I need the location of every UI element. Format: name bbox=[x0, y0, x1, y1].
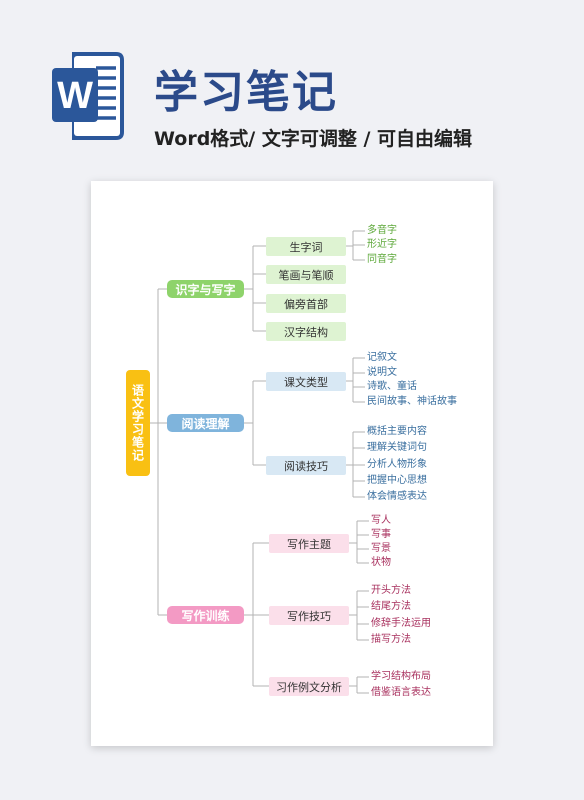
mindmap-connectors bbox=[150, 230, 369, 694]
leaf: 体会情感表达 bbox=[367, 491, 427, 502]
leaf: 把握中心思想 bbox=[367, 475, 427, 486]
branch-literacy: 识字与写字 bbox=[167, 280, 244, 298]
leaf: 说明文 bbox=[367, 367, 397, 378]
leaf: 记叙文 bbox=[367, 352, 397, 363]
leaf: 写事 bbox=[371, 529, 391, 540]
node-structure: 汉字结构 bbox=[266, 322, 346, 341]
node-example-analysis: 习作例文分析 bbox=[269, 677, 349, 696]
node-reading-skills: 阅读技巧 bbox=[266, 456, 346, 475]
leaf: 开头方法 bbox=[371, 585, 411, 596]
leaf: 概括主要内容 bbox=[367, 426, 427, 437]
leaf: 学习结构布局 bbox=[371, 671, 431, 682]
leaf: 描写方法 bbox=[371, 634, 411, 645]
leaf: 理解关键词句 bbox=[367, 442, 427, 453]
page-subtitle: Word格式/ 文字可调整 / 可自由编辑 bbox=[154, 128, 473, 150]
page-title: 学习笔记 bbox=[154, 67, 338, 118]
leaf: 分析人物形象 bbox=[367, 459, 427, 470]
word-document-icon: W bbox=[52, 52, 124, 140]
word-icon-letter: W bbox=[57, 75, 93, 117]
leaf: 民间故事、神话故事 bbox=[367, 396, 457, 407]
leaf: 状物 bbox=[371, 557, 391, 568]
leaf: 写人 bbox=[371, 515, 391, 526]
leaf: 同音字 bbox=[367, 254, 397, 265]
mindmap-paper: 语文学习笔记 识字与写字 阅读理解 写作训练 生字词 笔画与笔顺 偏旁首部 汉字… bbox=[91, 181, 493, 746]
node-radicals: 偏旁首部 bbox=[266, 294, 346, 313]
branch-reading: 阅读理解 bbox=[167, 414, 244, 432]
node-new-words: 生字词 bbox=[266, 237, 346, 256]
leaf: 写景 bbox=[371, 543, 391, 554]
node-text-types: 课文类型 bbox=[266, 372, 346, 391]
leaf: 借鉴语言表达 bbox=[371, 687, 431, 698]
leaf: 形近字 bbox=[367, 239, 397, 250]
leaf: 诗歌、童话 bbox=[367, 381, 417, 392]
node-writing-skills: 写作技巧 bbox=[269, 606, 349, 625]
node-strokes: 笔画与笔顺 bbox=[266, 265, 346, 284]
leaf: 修辞手法运用 bbox=[371, 618, 431, 629]
branch-writing: 写作训练 bbox=[167, 606, 244, 624]
node-writing-topics: 写作主题 bbox=[269, 534, 349, 553]
leaf: 多音字 bbox=[367, 225, 397, 236]
leaf: 结尾方法 bbox=[371, 601, 411, 612]
mindmap-root: 语文学习笔记 bbox=[126, 370, 150, 476]
